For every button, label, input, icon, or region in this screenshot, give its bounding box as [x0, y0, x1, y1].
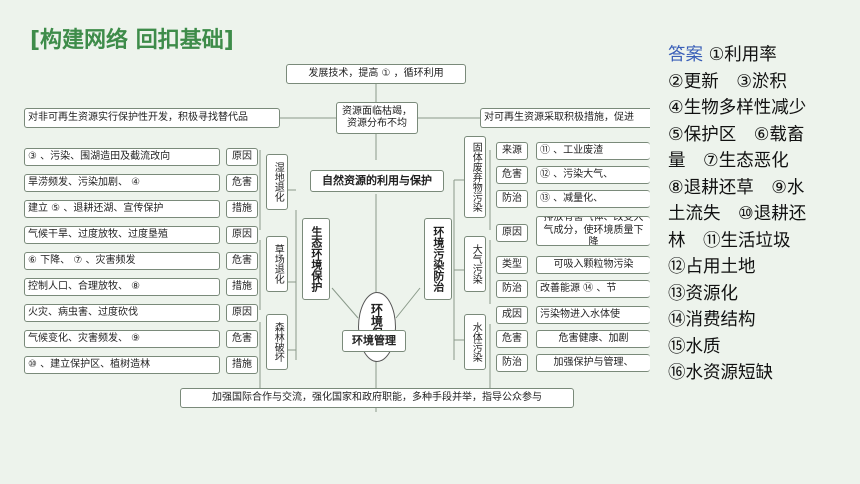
grassland-node: 草场退化 — [266, 236, 288, 292]
water-cause-tag: 成因 — [496, 306, 528, 324]
air-type-text: 可吸入颗粒物污染 — [536, 256, 650, 274]
answer-line-2: ④生物多样性减少 — [668, 98, 807, 118]
forest-measure-tag: 措施 — [226, 356, 258, 374]
forest-node: 森林破坏 — [266, 314, 288, 370]
water-cause-text: 污染物进入水体使 — [536, 306, 650, 324]
eco-protection-node: 生态环境保护 — [302, 218, 330, 300]
wetland-cause-text: ③ 、污染、围湖造田及截流改向 — [24, 148, 220, 166]
answer-line-10: ⑭消费结构 — [668, 310, 756, 330]
grassland-harm-tag: 危害 — [226, 252, 258, 270]
grassland-harm-text: ⑥ 下降、 ⑦ 、灾害频发 — [24, 252, 220, 270]
resource-status-box: 资源面临枯竭， 资源分布不均 — [336, 102, 418, 134]
answer-line-1: ②更新 ③淤积 — [668, 71, 787, 92]
bottom-measures-box: 加强国际合作与交流，强化国家和政府职能，多种手段并举，指导公众参与 — [180, 388, 574, 408]
water-control-tag: 防治 — [496, 354, 528, 372]
resource-status-line2: 资源分布不均 — [347, 118, 407, 129]
answer-line-9: ⑬资源化 — [668, 283, 738, 304]
grassland-measure-tag: 措施 — [226, 278, 258, 296]
answer-line-0: 答案 ①利用率 — [668, 42, 848, 69]
water-control-text: 加强保护与管理、 — [536, 354, 650, 372]
air-type-tag: 类型 — [496, 256, 528, 274]
answer-label: 答案 — [668, 45, 703, 65]
grassland-cause-tag: 原因 — [226, 226, 258, 244]
water-harm-tag: 危害 — [496, 330, 528, 348]
wetland-measure-text: 建立 ⑤ 、退耕还湖、宣传保护 — [24, 200, 220, 218]
concept-map: 发展技术，提高 ① ，循环利用 资源面临枯竭， 资源分布不均 对非可再生资源实行… — [0, 60, 650, 484]
solid-source-text: ⑪ 、工业废渣 — [536, 142, 650, 160]
renewable-note: 对可再生资源采取积极措施，促进 — [480, 108, 650, 128]
answer-line-4: 量 ⑦生态恶化 — [668, 151, 789, 171]
water-pollution-node: 水体污染 — [464, 314, 486, 370]
air-cause-tag: 原因 — [496, 224, 528, 242]
top-tech-box: 发展技术，提高 ① ，循环利用 — [286, 64, 466, 84]
forest-harm-text: 气候变化、灾害频发、 ⑨ — [24, 330, 220, 348]
forest-measure-text: ⑩ 、建立保护区、植树造林 — [24, 356, 220, 374]
wetland-harm-text: 旱涝频发、污染加剧、 ④ — [24, 174, 220, 192]
answer-line-11: ⑮水质 — [668, 336, 721, 357]
grassland-measure-text: 控制人口、合理放牧、 ⑧ — [24, 278, 220, 296]
wetland-cause-tag: 原因 — [226, 148, 258, 166]
answer-panel: 答案 ①利用率 ②更新 ③淤积 ④生物多样性减少 ⑤保护区 ⑥载畜 量 ⑦生态恶… — [668, 42, 848, 387]
forest-cause-text: 火灾、病虫害、过度砍伐 — [24, 304, 220, 322]
solid-harm-tag: 危害 — [496, 166, 528, 184]
forest-harm-tag: 危害 — [226, 330, 258, 348]
air-pollution-node: 大气污染 — [464, 236, 486, 292]
solid-harm-text: ⑫ 、污染大气、 — [536, 166, 650, 184]
wetland-measure-tag: 措施 — [226, 200, 258, 218]
solid-source-tag: 来源 — [496, 142, 528, 160]
solid-control-text: ⑬ 、减量化、 — [536, 190, 650, 208]
answer-text-0: ①利用率 — [708, 45, 777, 65]
answer-line-5: ⑧退耕还草 ⑨水 — [668, 177, 805, 198]
nonrenewable-note: 对非可再生资源实行保护性开发，积极寻找替代品 — [24, 108, 280, 128]
solid-waste-node: 固体废弃物污染 — [464, 136, 486, 218]
air-control-text: 改善能源 ⑭ 、节 — [536, 280, 650, 298]
natural-resource-box: 自然资源的利用与保护 — [310, 170, 444, 192]
pollution-control-node: 环境污染防治 — [424, 218, 452, 300]
grassland-cause-text: 气候干旱、过度放牧、过度垦殖 — [24, 226, 220, 244]
answer-line-3: ⑤保护区 ⑥载畜 — [668, 124, 805, 145]
water-harm-text: 危害健康、加剧 — [536, 330, 650, 348]
answer-line-6: 土流失 ⑩退耕还 — [668, 204, 807, 224]
solid-control-tag: 防治 — [496, 190, 528, 208]
forest-cause-tag: 原因 — [226, 304, 258, 322]
air-control-tag: 防治 — [496, 280, 528, 298]
section-title: [构建网络 回扣基础] — [30, 28, 234, 53]
wetland-node: 湿地退化 — [266, 154, 288, 210]
air-cause-text: 排放有害气体、改变大气成分，使环境质量下降 — [536, 216, 650, 246]
answer-line-7: 林 ⑪生活垃圾 — [668, 230, 791, 251]
env-management-node: 环境管理 — [342, 330, 406, 352]
answer-line-8: ⑫占用土地 — [668, 257, 756, 277]
wetland-harm-tag: 危害 — [226, 174, 258, 192]
resource-status-line1: 资源面临枯竭， — [342, 105, 412, 117]
answer-line-12: ⑯水资源短缺 — [668, 363, 773, 383]
